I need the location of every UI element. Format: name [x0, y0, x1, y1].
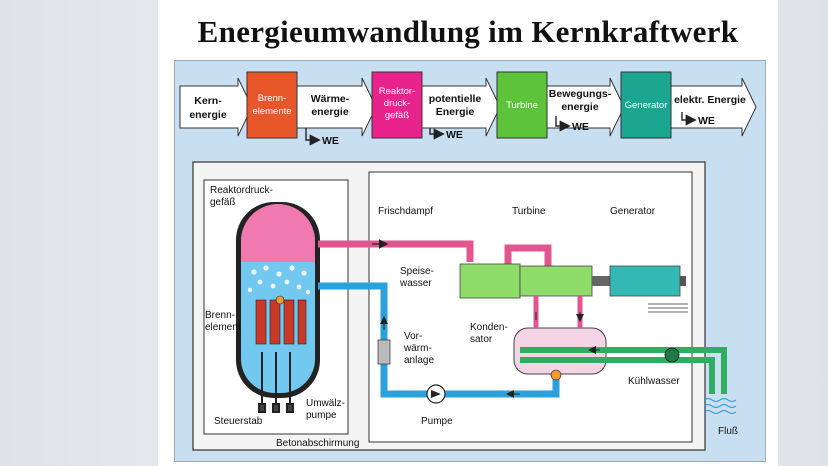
- label-preheater-3: anlage: [404, 355, 434, 366]
- flow-start-line2: energie: [189, 109, 227, 121]
- label-fuel-2: element: [205, 322, 241, 333]
- flow-start-line1: Kern-: [194, 95, 222, 107]
- label-condenser-1: Konden-: [470, 322, 508, 333]
- flow-arrow-potential-line1: potentielle: [429, 93, 482, 105]
- schematic-labels: Reaktordruck- gefäß Brenn- element Steue…: [205, 185, 738, 449]
- loss-label-2: WE: [446, 129, 463, 141]
- flow-arrow-heat: [296, 77, 377, 137]
- feed-pump: [426, 384, 446, 404]
- flow-box-vessel: [371, 71, 423, 139]
- label-circ-pump-1: Umwälz-: [306, 398, 345, 409]
- label-steam: Frischdampf: [378, 206, 433, 217]
- flow-arrow-start: [179, 77, 253, 137]
- loss-label-4: WE: [698, 115, 715, 127]
- turbine-crossover-pipe: [504, 244, 552, 270]
- flow-arrow-heat-line2: energie: [311, 106, 349, 118]
- flow-box-fuel-line1: Brenn-: [258, 93, 287, 104]
- flow-box-turbine-label: Turbine: [506, 100, 538, 111]
- flow-box-turbine: [496, 71, 548, 139]
- flow-box-generator-label: Generator: [625, 100, 668, 111]
- generator: [609, 265, 688, 313]
- label-control-rod: Steuerstab: [214, 416, 263, 427]
- loss-label-3: WE: [572, 121, 589, 133]
- label-shielding: Betonabschirmung: [276, 438, 359, 449]
- label-feedwater-1: Speise-: [400, 266, 434, 277]
- label-pump: Pumpe: [421, 416, 453, 427]
- flow-arrow-kinetic-line2: energie: [561, 101, 599, 113]
- flow-arrow-electric-label: elektr. Energie: [674, 94, 746, 106]
- label-turbine: Turbine: [512, 206, 546, 217]
- flow-box-vessel-line3: gefäß: [385, 110, 409, 121]
- fuel-elements: [255, 295, 307, 345]
- flow-arrow-heat-line1: Wärme-: [311, 93, 350, 105]
- flow-box-vessel-line1: Reaktor-: [379, 86, 415, 97]
- steam-pipe: [318, 240, 474, 262]
- slide-title: Energieumwandlung im Kernkraftwerk: [197, 14, 739, 49]
- label-fuel-1: Brenn-: [205, 310, 235, 321]
- flow-box-fuel: [246, 71, 298, 139]
- turbine: [459, 263, 610, 299]
- flow-arrow-kinetic-line1: Bewegungs-: [549, 88, 612, 100]
- flow-arrow-potential: [421, 77, 501, 137]
- label-river: Fluß: [718, 426, 738, 437]
- energy-flow-row: Kern- energie Brenn- elemente Wärme- ene…: [179, 71, 757, 147]
- label-generator: Generator: [610, 206, 656, 217]
- flow-box-vessel-line2: druck-: [384, 98, 410, 109]
- flow-arrow-potential-line2: Energie: [436, 106, 475, 118]
- preheater: [377, 339, 391, 365]
- loss-label-1: WE: [322, 135, 339, 147]
- flow-arrow-electric: [670, 77, 757, 137]
- label-circ-pump-2: pumpe: [306, 410, 337, 421]
- loss-arrows: WE WE WE WE: [305, 112, 715, 147]
- flow-box-fuel-line2: elemente: [252, 106, 291, 117]
- control-rods: [258, 352, 294, 413]
- label-vessel-1: Reaktordruck-: [210, 185, 273, 196]
- label-condenser-2: sator: [470, 334, 493, 345]
- plant-schematic: [192, 161, 737, 451]
- feedwater-pipe: [318, 282, 560, 398]
- label-cooling-water: Kühlwasser: [628, 376, 680, 387]
- label-feedwater-2: wasser: [399, 278, 432, 289]
- river-waves: [703, 398, 737, 414]
- label-preheater-2: wärm-: [403, 343, 432, 354]
- label-vessel-2: gefäß: [210, 197, 236, 208]
- label-preheater-1: Vor-: [404, 331, 422, 342]
